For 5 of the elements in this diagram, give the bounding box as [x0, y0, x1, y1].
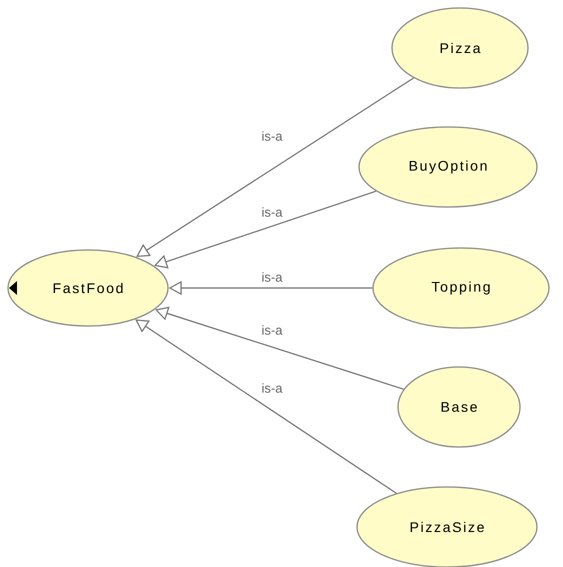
edge-label: is-a [261, 382, 283, 394]
edge-label: is-a [261, 130, 283, 142]
edge-label: is-a [261, 272, 283, 282]
edge-label: is-a [261, 324, 283, 336]
edge-label: is-a [261, 206, 283, 218]
